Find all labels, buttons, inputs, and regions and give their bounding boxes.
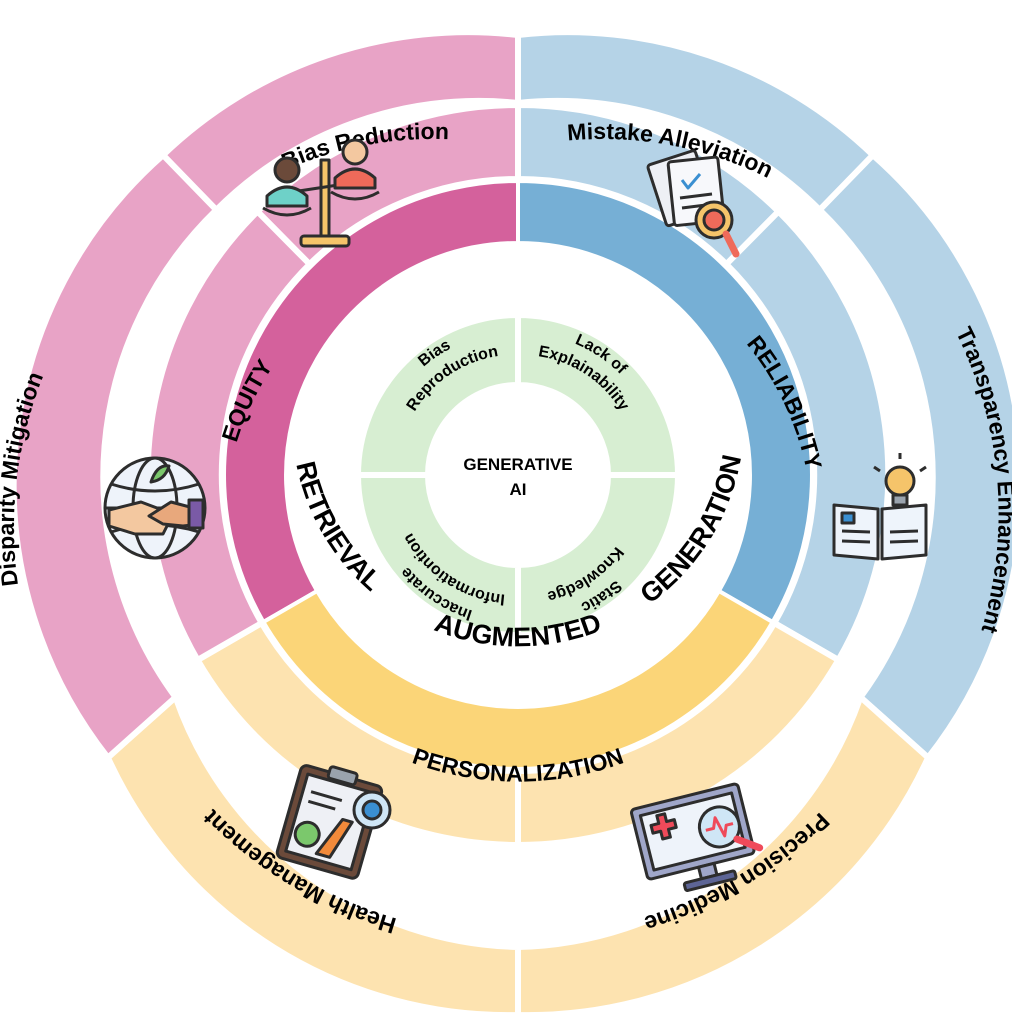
challenge-quadrant-4 [354, 472, 521, 639]
center-label-line2: AI [510, 480, 527, 499]
sector-disparity-mitigation [10, 150, 221, 762]
book-lightbulb-icon [832, 453, 928, 561]
globe-handshake-icon [103, 456, 207, 560]
document-audit-icon [646, 149, 740, 258]
inner-disk [286, 243, 750, 707]
nutrition-clipboard-icon [275, 764, 392, 880]
challenge-quadrant-1 [354, 311, 521, 478]
medical-monitor-icon [630, 782, 764, 892]
sector-transparency-enhancement [815, 150, 1012, 762]
balance-scale-people-icon [262, 138, 380, 248]
challenge-quadrant-2 [515, 311, 682, 478]
outer-ring [10, 29, 1012, 1019]
challenge-ring [354, 311, 682, 639]
challenge-quadrant-3 [515, 472, 682, 639]
center-label-line1: GENERATIVE [463, 455, 572, 474]
